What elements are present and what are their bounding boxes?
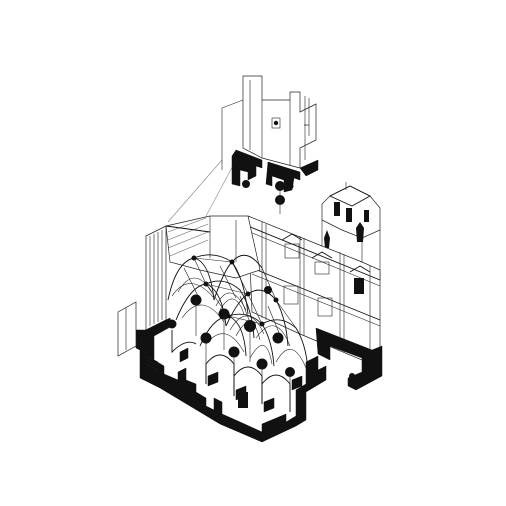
doorway bbox=[238, 392, 248, 408]
side-facade bbox=[247, 215, 383, 391]
bell-opening bbox=[334, 202, 340, 216]
upper-cut-wall-left bbox=[231, 149, 263, 187]
ground-cut-plan bbox=[117, 301, 327, 443]
vaulted-hall bbox=[145, 215, 309, 412]
vault-bosses bbox=[191, 255, 279, 327]
upper-cut-wall-right bbox=[299, 159, 319, 177]
upper-tower-walls bbox=[242, 75, 317, 169]
bell-tower-roof bbox=[328, 185, 371, 207]
perimeter-cut-wall bbox=[135, 317, 327, 443]
facade-cut-wall bbox=[315, 327, 383, 391]
upper-column-base bbox=[242, 180, 250, 188]
construction-lines bbox=[167, 159, 237, 223]
facade-window bbox=[354, 278, 364, 294]
statue-ornament bbox=[356, 222, 364, 242]
left-screen-wall bbox=[145, 225, 167, 331]
statue-ornament bbox=[324, 230, 330, 248]
upper-tower-fragment: I bbox=[221, 75, 319, 214]
bell-opening bbox=[346, 208, 352, 222]
upper-column-base bbox=[286, 182, 294, 190]
outer-annex-wall bbox=[117, 301, 137, 357]
bell-tower bbox=[321, 182, 381, 288]
bell-opening bbox=[364, 210, 369, 222]
tower-label: I bbox=[304, 124, 311, 126]
lower-arcade bbox=[171, 330, 291, 412]
